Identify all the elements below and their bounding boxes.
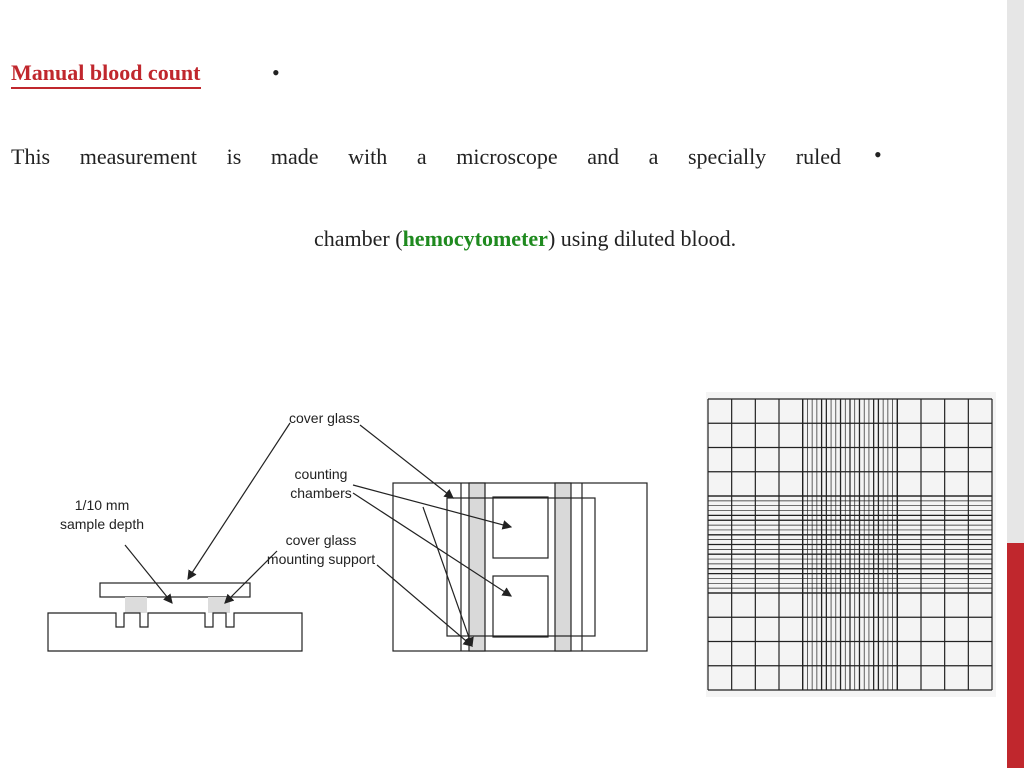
paragraph-line-2-pre: chamber ( xyxy=(314,226,403,251)
hemocytometer-diagram: cover glass counting chambers 1/10 mm sa… xyxy=(47,410,648,652)
top-view-cover-glass xyxy=(446,497,596,637)
label-support-2: mounting support xyxy=(267,551,375,567)
paragraph-line-2-post: ) using diluted blood. xyxy=(547,226,737,251)
slide-heading: Manual blood count xyxy=(11,60,201,89)
label-counting-1: counting xyxy=(295,466,348,482)
label-depth-2: sample depth xyxy=(60,516,144,532)
label-support-1: cover glass xyxy=(286,532,357,548)
label-depth-1: 1/10 mm xyxy=(75,497,129,513)
label-cover-glass: cover glass xyxy=(289,410,360,426)
counting-chamber-bottom xyxy=(492,575,549,638)
hemocytometer-highlight: hemocytometer xyxy=(402,226,548,251)
side-view-cover-glass xyxy=(99,582,251,598)
counting-chamber-top xyxy=(492,496,549,559)
label-counting-2: chambers xyxy=(290,485,351,501)
paragraph-line-1: This measurement is made with a microsco… xyxy=(11,144,841,169)
counting-grid-image xyxy=(706,392,996,697)
top-view-slide xyxy=(392,482,648,652)
side-view-slide-base xyxy=(47,612,303,652)
paragraph-bullet: • xyxy=(874,142,882,167)
heading-bullet: • xyxy=(272,60,280,85)
paragraph-line-2: chamber (hemocytometer) using diluted bl… xyxy=(314,225,736,253)
right-accent-bar xyxy=(1007,543,1024,768)
grid-lines xyxy=(707,398,993,691)
